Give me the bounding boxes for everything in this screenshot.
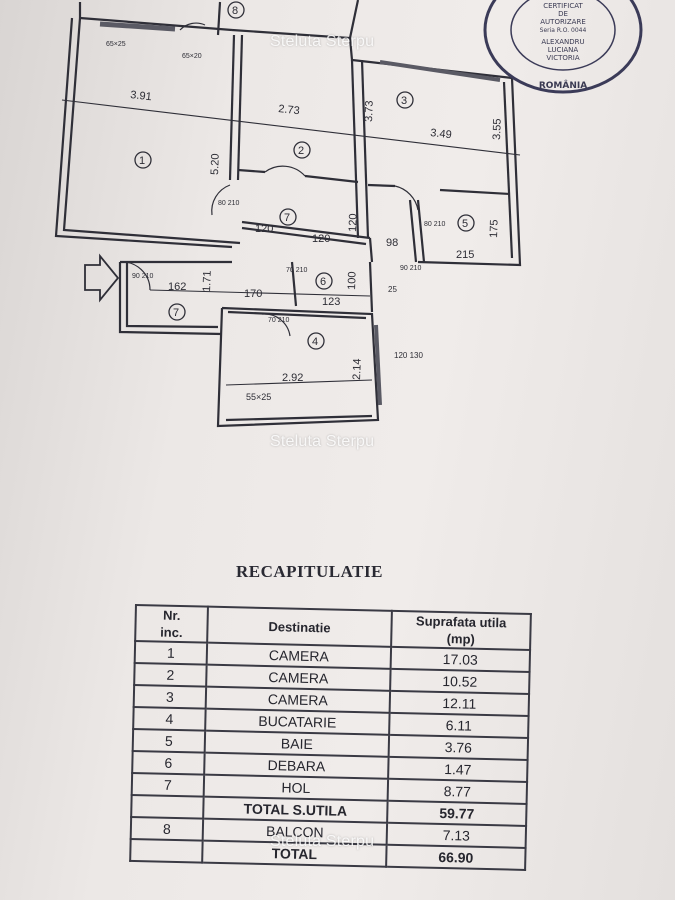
room-number: 4 [312,336,318,348]
stamp-text: ALEXANDRU [541,38,584,46]
room-number: 5 [462,218,468,230]
dimension-label: 2.73 [278,103,301,117]
dimension-label: 1.71 [201,270,214,292]
dimension-label: 120 130 [394,351,423,360]
recap-title: RECAPITULATIE [236,562,383,581]
dimension-label: 215 [456,249,474,261]
dimension-label: 65×25 [106,41,126,48]
row-nr [131,794,204,819]
row-nr: 8 [130,816,204,841]
dimension-label: 175 [488,219,501,238]
row-area: 8.77 [387,778,528,804]
row-nr: 7 [131,772,205,797]
door-label: 90 210 [400,265,422,272]
header-nr: Nr. inc. [135,605,208,643]
room-number: 1 [139,155,145,167]
stamp-text: CERTIFICAT [543,2,583,10]
dimension-label: 162 [168,281,186,293]
watermark: Steluta Sterpu [270,33,375,50]
balcon-value: 7.13 [386,822,527,848]
header-suprafata: Suprafata utila (mp) [391,610,531,650]
door-label: 90 210 [132,273,154,280]
dimension-label: 3.91 [130,89,153,103]
room-number: 8 [232,5,238,17]
row-nr [130,838,203,863]
dimension-label: 5.20 [209,153,222,175]
room-number: 3 [401,95,407,107]
stamp-text: AUTORIZARE [540,18,586,26]
stamp-text: ROMÂNIA [539,79,587,91]
door-label: 80 210 [218,200,240,207]
dimension-label: 98 [386,237,398,249]
dimension-label: 3.49 [430,127,453,141]
row-area: 17.03 [390,646,531,672]
room-number: 6 [320,276,326,288]
row-area: 1.47 [388,756,528,782]
room-number: 7 [173,307,179,319]
authorization-stamp: CERTIFICAT DE AUTORIZARE Seria R.O. 0044… [483,0,643,94]
total-utila-value: 59.77 [387,800,527,826]
dimension-label: 3.55 [491,118,504,140]
dimension-label: 120 [312,233,330,245]
room-number: 7 [284,212,290,224]
stamp-text: LUCIANA [548,46,579,54]
row-area: 3.76 [388,734,529,760]
row-nr: 5 [132,728,206,753]
door-label: 80 210 [424,221,446,228]
dimension-label: 55×25 [246,392,271,402]
row-nr: 2 [134,663,207,687]
door-label: 70 210 [268,317,290,324]
dimension-label: 123 [322,296,340,308]
door-label: 70 210 [286,267,308,274]
dimension-label: 170 [244,288,262,300]
watermark: Steluta Sterpu [270,433,375,450]
dimension-label: 2.14 [351,358,364,380]
dimension-label: 25 [388,285,397,294]
header-destinatie: Destinatie [207,606,392,647]
room-number: 2 [298,145,304,157]
dimension-label: 3.73 [363,100,376,122]
row-nr: 4 [133,706,206,731]
dimension-label: 65×20 [182,53,202,60]
stamp-text: VICTORIA [546,54,579,62]
stamp-text: Seria R.O. 0044 [540,27,587,34]
total-value: 66.90 [386,844,526,870]
recap-table: Nr. inc. Destinatie Suprafata utila (mp)… [129,604,532,871]
row-area: 6.11 [389,712,529,738]
dimension-label: 120 [347,213,360,232]
row-nr: 3 [133,685,207,709]
stamp-text: DE [558,10,568,18]
watermark: Steluta Sterpu [270,833,375,850]
dimension-label: 100 [346,271,359,290]
row-area: 12.11 [389,690,530,716]
row-nr: 1 [134,641,208,665]
row-area: 10.52 [390,668,530,694]
floor-plan: 1 2 3 4 5 6 7 7 8 3.91 2.73 3.49 5.20 3.… [54,0,522,428]
dimension-label: 120 [255,223,273,235]
dimension-label: 2.92 [282,372,303,384]
row-nr: 6 [132,750,205,775]
